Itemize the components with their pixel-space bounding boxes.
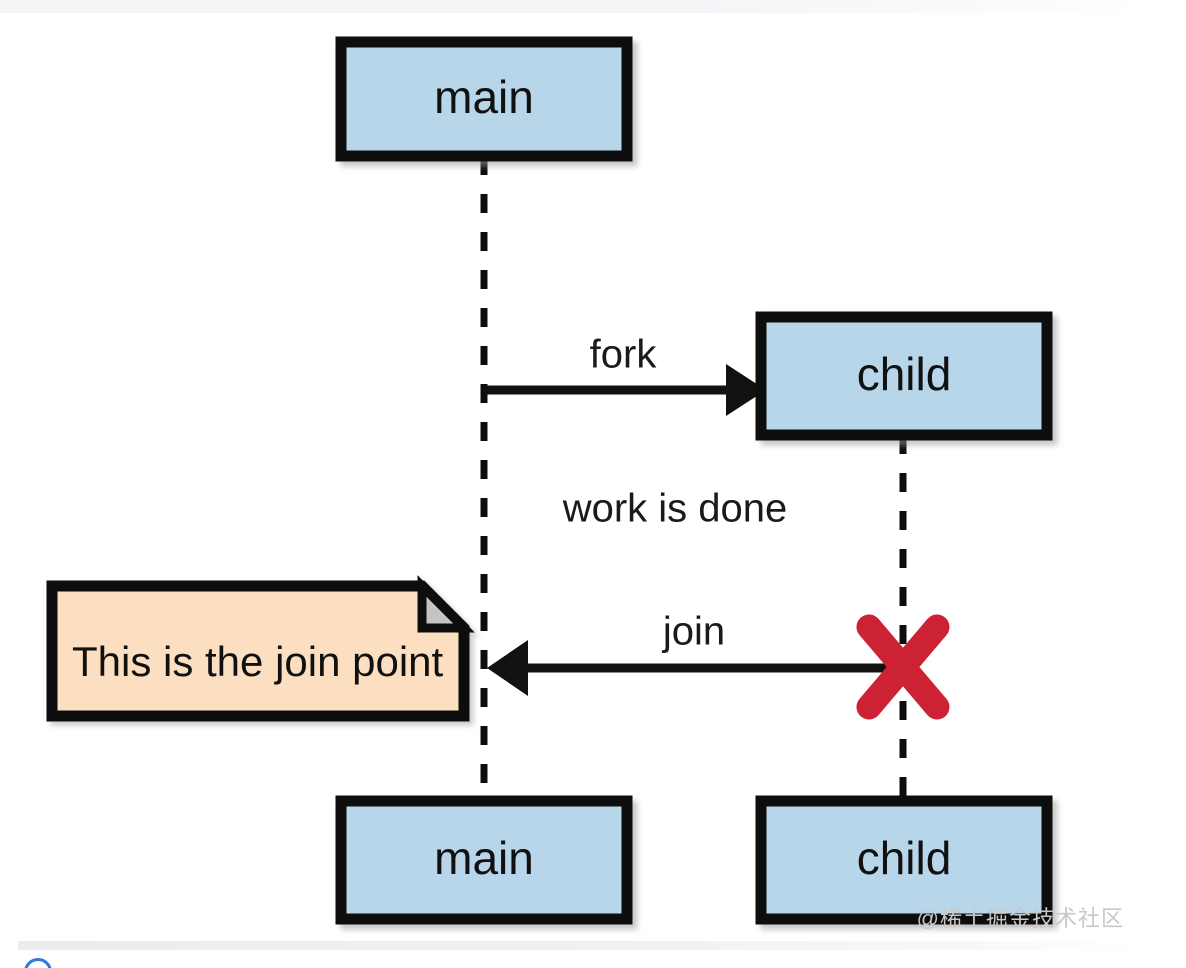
child-foot-box[interactable] (755, 795, 1053, 925)
main-foot-box-label: main (434, 832, 534, 884)
join-arrowhead-icon (487, 640, 528, 696)
child-head-box[interactable] (755, 311, 1053, 441)
child-destroy-x-icon (856, 614, 950, 720)
child-head-box-rect (755, 311, 1053, 441)
top-edge-band (0, 0, 1140, 13)
join-point-note[interactable] (46, 575, 475, 722)
child-foot-box-rect (755, 795, 1053, 925)
main-foot-box-rect (335, 795, 633, 925)
note-fold-corner-icon (417, 575, 475, 633)
bottom-edge-band (18, 941, 1138, 950)
join-point-note-text: This is the join point (72, 638, 444, 685)
child-head-box-label: child (857, 348, 952, 400)
join-message[interactable]: join (487, 610, 903, 696)
fork-message-label: fork (590, 333, 658, 377)
join-message-label: join (662, 610, 725, 654)
main-head-box-label: main (434, 71, 534, 123)
watermark: @稀土掘金技术社区 (916, 906, 1124, 931)
fork-arrowhead-icon (726, 364, 766, 416)
main-head-box-rect (335, 36, 633, 162)
work-is-done-label: work is done (562, 487, 788, 531)
main-foot-box[interactable] (335, 795, 633, 925)
main-head-box[interactable] (335, 36, 633, 162)
fork-message[interactable]: fork (487, 333, 766, 416)
join-point-note-body (46, 580, 470, 722)
child-foot-box-label: child (857, 832, 952, 884)
